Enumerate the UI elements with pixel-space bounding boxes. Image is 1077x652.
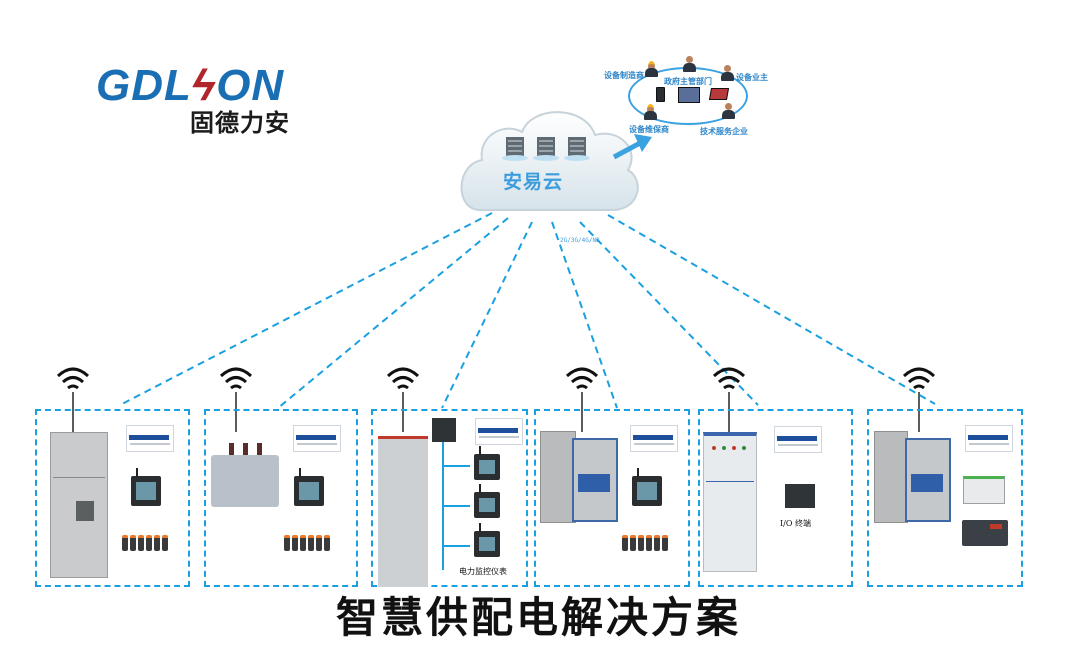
cloud-platform-label: 安易云 — [503, 171, 564, 193]
gateway-card-icon — [630, 425, 678, 452]
page-title: 智慧供配电解决方案 — [335, 593, 741, 642]
worker-hardhat-icon — [644, 104, 657, 120]
laptop-icon — [708, 88, 730, 100]
bus-branch — [442, 505, 470, 507]
logo-wordmark: GDLϟON — [96, 64, 284, 108]
wifi-icon-site-1 — [56, 367, 90, 390]
wifi-icon-site-5 — [712, 367, 746, 390]
gateway-card-icon — [475, 418, 523, 445]
cabinet-door-icon — [874, 431, 908, 523]
site-box-3 — [371, 409, 528, 587]
site-box-1 — [35, 409, 190, 587]
io-gateway-icon — [432, 418, 456, 442]
lightning-bolt-icon: ϟ — [191, 61, 217, 110]
device-caption: 电力监控仪表 — [459, 567, 507, 576]
gateway-card-icon — [126, 425, 174, 452]
din-rail-module-icon — [963, 476, 1005, 504]
site-box-2 — [204, 409, 358, 587]
tablet-icon — [678, 87, 700, 103]
io-terminal-icon — [785, 484, 815, 508]
stakeholder-label: 设备维保商 — [629, 125, 669, 134]
bus-branch — [442, 545, 470, 547]
logo-text-gdl: GDL — [96, 61, 192, 110]
stakeholder-label: 政府主管部门 — [664, 77, 712, 86]
link-line-site-6 — [607, 214, 936, 405]
businessman-icon — [721, 65, 734, 81]
gateway-card-icon — [293, 425, 341, 452]
link-line-site-5 — [579, 221, 759, 406]
cloud-icon — [460, 111, 639, 211]
logo-chinese-name: 固德力安 — [190, 109, 290, 137]
server-rack-icon — [502, 137, 528, 161]
link-line-site-2 — [277, 217, 509, 409]
distribution-box-icon — [905, 438, 951, 522]
businessman-icon — [683, 56, 696, 72]
gateway-card-icon — [774, 426, 822, 453]
stakeholder-label: 设备制造商 — [604, 71, 644, 80]
bus-branch — [442, 465, 470, 467]
wireless-meter-icon — [632, 468, 662, 506]
network-type-label: 2G/3G/4G/NB — [560, 237, 600, 244]
smartphone-icon — [656, 87, 665, 102]
stakeholder-label: 技术服务企业 — [700, 127, 748, 136]
site-box-6 — [867, 409, 1023, 587]
gateway-card-icon — [965, 425, 1013, 452]
wifi-icon-site-4 — [565, 367, 599, 390]
device-caption: I/O 终端 — [780, 519, 811, 528]
server-rack-icon — [533, 137, 559, 161]
wifi-icon-site-6 — [902, 367, 936, 390]
wireless-meter-icon — [131, 468, 161, 506]
high-voltage-switchgear-icon — [50, 432, 108, 578]
antenna-masts — [72, 392, 920, 432]
logo-text-on: ON — [216, 61, 285, 110]
businessman-icon — [722, 103, 735, 119]
stakeholder-label: 设备业主 — [736, 73, 768, 82]
control-cabinet-icon — [703, 432, 757, 572]
server-rack-icon — [564, 137, 590, 161]
power-meter-icon — [474, 484, 500, 518]
link-line-site-4 — [551, 221, 618, 409]
wireless-meter-icon — [294, 468, 324, 506]
worker-hardhat-icon — [645, 61, 658, 77]
cabinet-door-icon — [540, 431, 576, 523]
io-module-icon — [962, 520, 1008, 546]
link-line-site-3 — [441, 221, 533, 409]
distribution-box-icon — [572, 438, 618, 522]
link-line-site-1 — [119, 212, 493, 406]
site-box-4 — [534, 409, 690, 587]
power-meter-icon — [474, 523, 500, 557]
arrow-icon — [612, 134, 652, 160]
wifi-icon-site-3 — [386, 367, 420, 390]
site-box-5 — [698, 409, 853, 587]
power-meter-icon — [474, 446, 500, 480]
low-voltage-drawer-cabinet-icon — [378, 436, 428, 587]
power-transformer-icon — [211, 443, 279, 507]
wifi-signal-icons — [56, 367, 936, 390]
wifi-icon-site-2 — [219, 367, 253, 390]
